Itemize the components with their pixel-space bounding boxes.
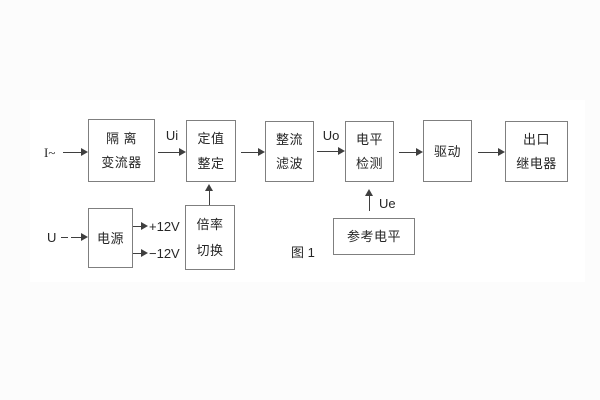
arrow-voltage-to-power [61,233,88,242]
signal-ue-label: Ue [379,196,396,211]
block-label: 滤波 [275,156,303,171]
arrow-drive-to-relay [478,148,505,157]
block-label: 参考电平 [346,229,401,244]
arrow-line [133,226,142,227]
arrow-isolation-to-setting [158,148,186,157]
block-label: 电平 [355,132,383,147]
block-rectify-filter: 整流 滤波 [265,121,314,182]
block-label: 切换 [196,242,224,258]
rail-plus12v-label: +12V [149,219,180,234]
block-drive: 驱动 [423,120,472,182]
arrow-dash [61,237,68,238]
arrow-setting-to-rectify [241,148,265,157]
arrow-ratio-to-setting [205,184,214,205]
block-label: 出口 [522,132,550,147]
rail-minus12v-label: −12V [149,246,180,261]
arrow-line [63,152,82,153]
block-output-relay: 出口 继电器 [505,121,568,182]
block-label: 检测 [355,156,383,171]
arrow-line [369,194,370,211]
arrow-line [158,152,180,153]
arrow-head-icon [141,222,148,230]
arrow-reference-to-level [365,189,374,211]
arrow-line [133,253,142,254]
signal-ui-label: Ui [165,128,179,143]
figure-caption: 图 1 [291,245,315,260]
block-reference-level: 参考电平 [333,218,415,255]
arrow-head-icon [81,148,88,156]
arrow-head-icon [498,148,505,156]
input-current-label: I~ [44,145,56,160]
arrow-power-minus12v [133,249,148,258]
arrow-head-icon [81,233,88,241]
block-label: 整定 [197,155,225,171]
block-label: 定值 [197,131,225,147]
block-level-detect: 电平 检测 [345,121,394,182]
block-setting-adjust: 定值 整定 [186,120,236,182]
arrow-level-to-drive [399,148,423,157]
arrow-head-icon [205,184,213,191]
arrow-line [209,189,210,205]
arrow-line [478,152,499,153]
arrow-head-icon [258,148,265,156]
arrow-head-icon [338,147,345,155]
block-label: 隔 离 [105,130,138,146]
block-label: 电源 [96,230,124,246]
block-label: 变流器 [101,155,142,171]
arrow-head-icon [141,249,148,257]
block-label: 倍率 [196,217,224,233]
block-label: 驱动 [433,143,461,159]
block-isolation-transformer: 隔 离 变流器 [88,119,155,182]
arrow-head-icon [365,189,373,196]
arrow-current-to-isolation [63,148,88,157]
input-voltage-label: U [47,230,57,245]
block-power-supply: 电源 [88,208,133,268]
arrow-head-icon [416,148,423,156]
block-ratio-switch: 倍率 切换 [185,205,235,270]
block-label: 整流 [275,132,303,147]
block-label: 继电器 [516,156,557,171]
arrow-line [241,152,259,153]
arrow-line [399,152,417,153]
signal-uo-label: Uo [322,128,340,143]
arrow-line [317,151,339,152]
arrow-line [71,237,82,238]
arrow-rectify-to-level [317,147,345,156]
arrow-power-plus12v [133,222,148,231]
arrow-head-icon [179,148,186,156]
